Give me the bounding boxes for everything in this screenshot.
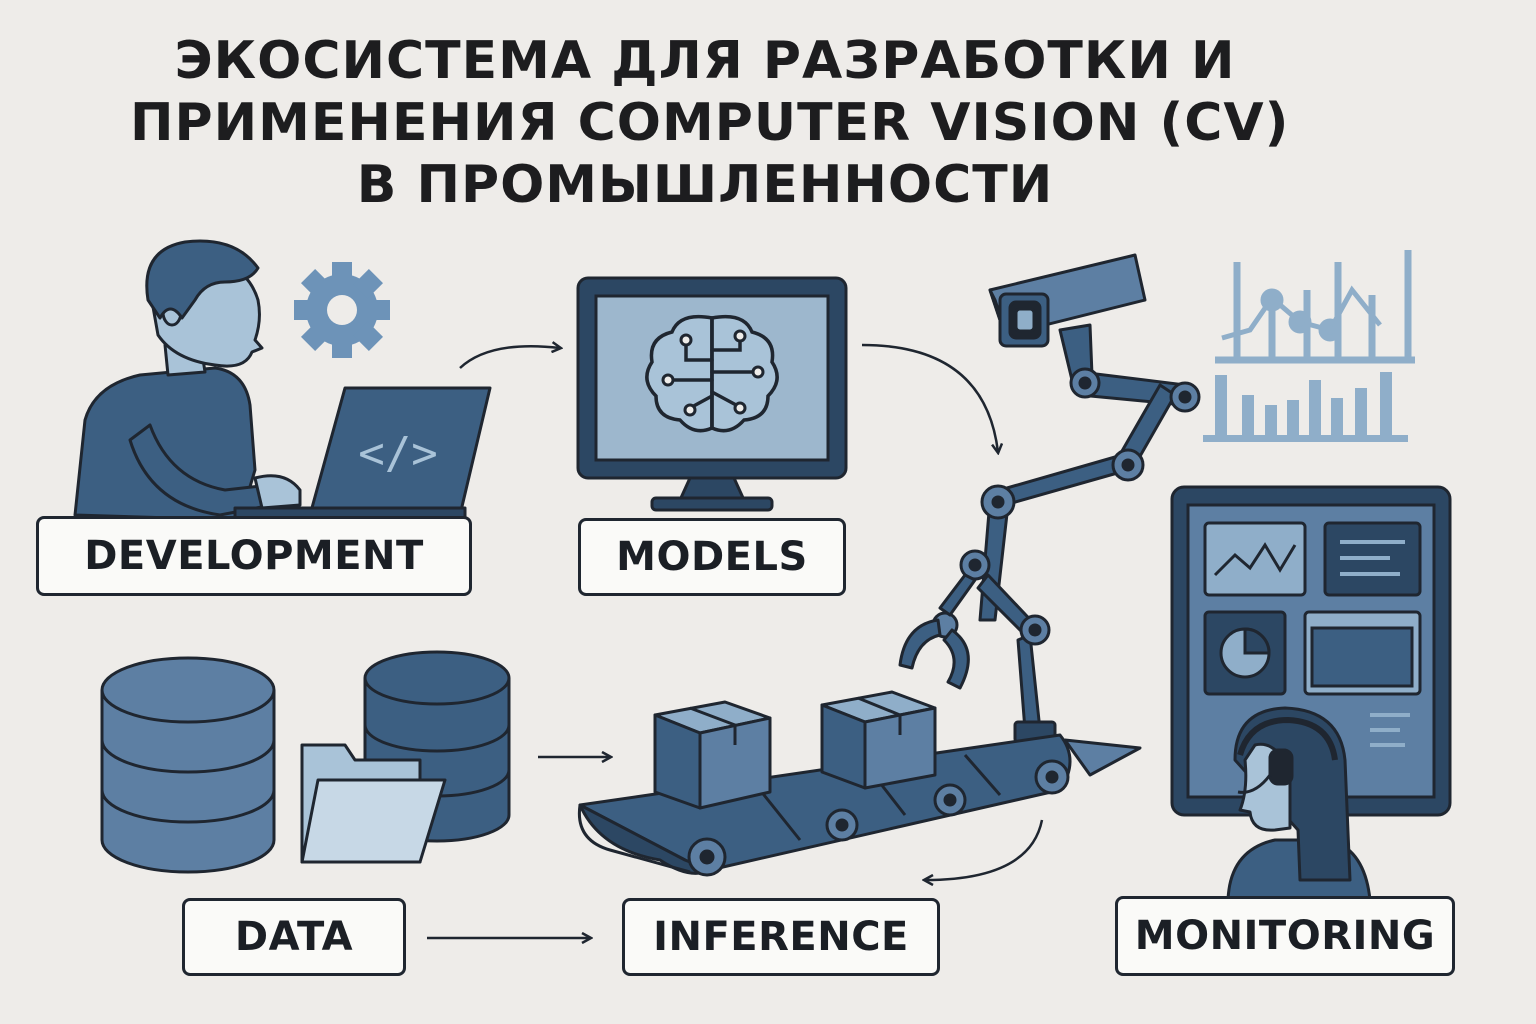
gear-icon: [294, 262, 390, 358]
label-inference: INFERENCE: [622, 898, 940, 976]
label-models: MODELS: [578, 518, 846, 596]
database-icon-large: [100, 656, 276, 874]
label-data: DATA: [182, 898, 406, 976]
label-monitoring: MONITORING: [1115, 896, 1455, 976]
title-line-2: ПРИМЕНЕНИЯ COMPUTER VISION (CV): [130, 93, 1290, 153]
analytics-chart-icon: [1215, 250, 1415, 364]
code-icon: </>: [358, 428, 437, 479]
title-line-1: ЭКОСИСТЕМА ДЛЯ РАЗРАБОТКИ И: [174, 31, 1236, 91]
conveyor-belt: [577, 733, 1142, 877]
developer-illustration: [73, 239, 302, 522]
arrow-inference-loop: [925, 819, 1044, 880]
page-title: ЭКОСИСТЕМА ДЛЯ РАЗРАБОТКИ И ПРИМЕНЕНИЯ C…: [130, 30, 1290, 216]
title-line-3: В ПРОМЫШЛЕННОСТИ: [356, 155, 1054, 215]
label-development: DEVELOPMENT: [36, 516, 472, 596]
folder-icon: [300, 743, 447, 864]
operator-with-headset: [1226, 706, 1372, 902]
flow-arrows: [427, 343, 1044, 938]
arrow-development-to-models: [459, 346, 560, 369]
bar-chart-icon: [1203, 372, 1408, 442]
robot-arm: [898, 367, 1201, 744]
box-icon-1: [653, 700, 772, 810]
camera-icon: [988, 253, 1147, 382]
box-icon-2: [820, 690, 937, 790]
brain-icon: [645, 314, 779, 433]
arrow-models-to-inference: [861, 343, 998, 452]
